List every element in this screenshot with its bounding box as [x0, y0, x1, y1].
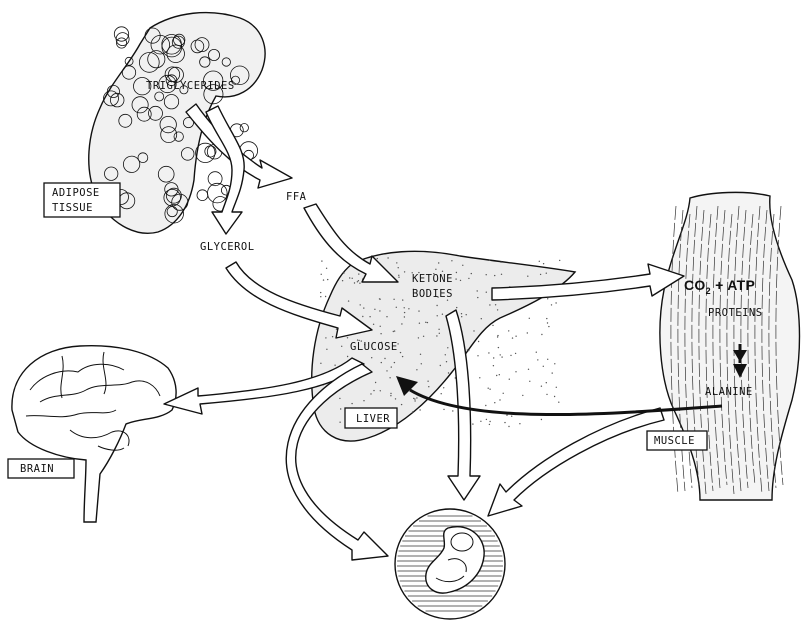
atp-text: + ATP [711, 277, 755, 293]
label-liver: LIVER [356, 413, 390, 425]
label-muscle: MUSCLE [654, 435, 695, 447]
label-glycerol: GLYCEROL [200, 241, 255, 253]
fetus-illustration [395, 509, 505, 619]
arrow-triglycerides-to-glycerol [206, 106, 244, 234]
muscle-illustration [660, 192, 800, 500]
box-liver: LIVER [345, 408, 397, 428]
label-proteins: PROTEINS [708, 307, 763, 319]
label-alanine: ALANINE [705, 386, 753, 398]
label-tissue: TISSUE [52, 202, 93, 214]
box-adipose-tissue: ADIPOSE TISSUE [44, 183, 120, 217]
label-brain: BRAIN [20, 463, 54, 475]
label-ffa: FFA [286, 191, 307, 203]
label-triglycerides: TRIGLYCERIDES [146, 80, 235, 92]
box-muscle: MUSCLE [647, 431, 707, 450]
box-brain: BRAIN [8, 459, 74, 478]
label-glucose: GLUCOSE [350, 341, 398, 353]
arrow-muscle-to-fetus [488, 408, 664, 516]
label-ketone: KETONE [412, 273, 453, 285]
label-bodies: BODIES [412, 288, 453, 300]
label-adipose: ADIPOSE [52, 187, 100, 199]
co2-text: CO [684, 277, 706, 293]
brain-illustration [12, 346, 176, 522]
